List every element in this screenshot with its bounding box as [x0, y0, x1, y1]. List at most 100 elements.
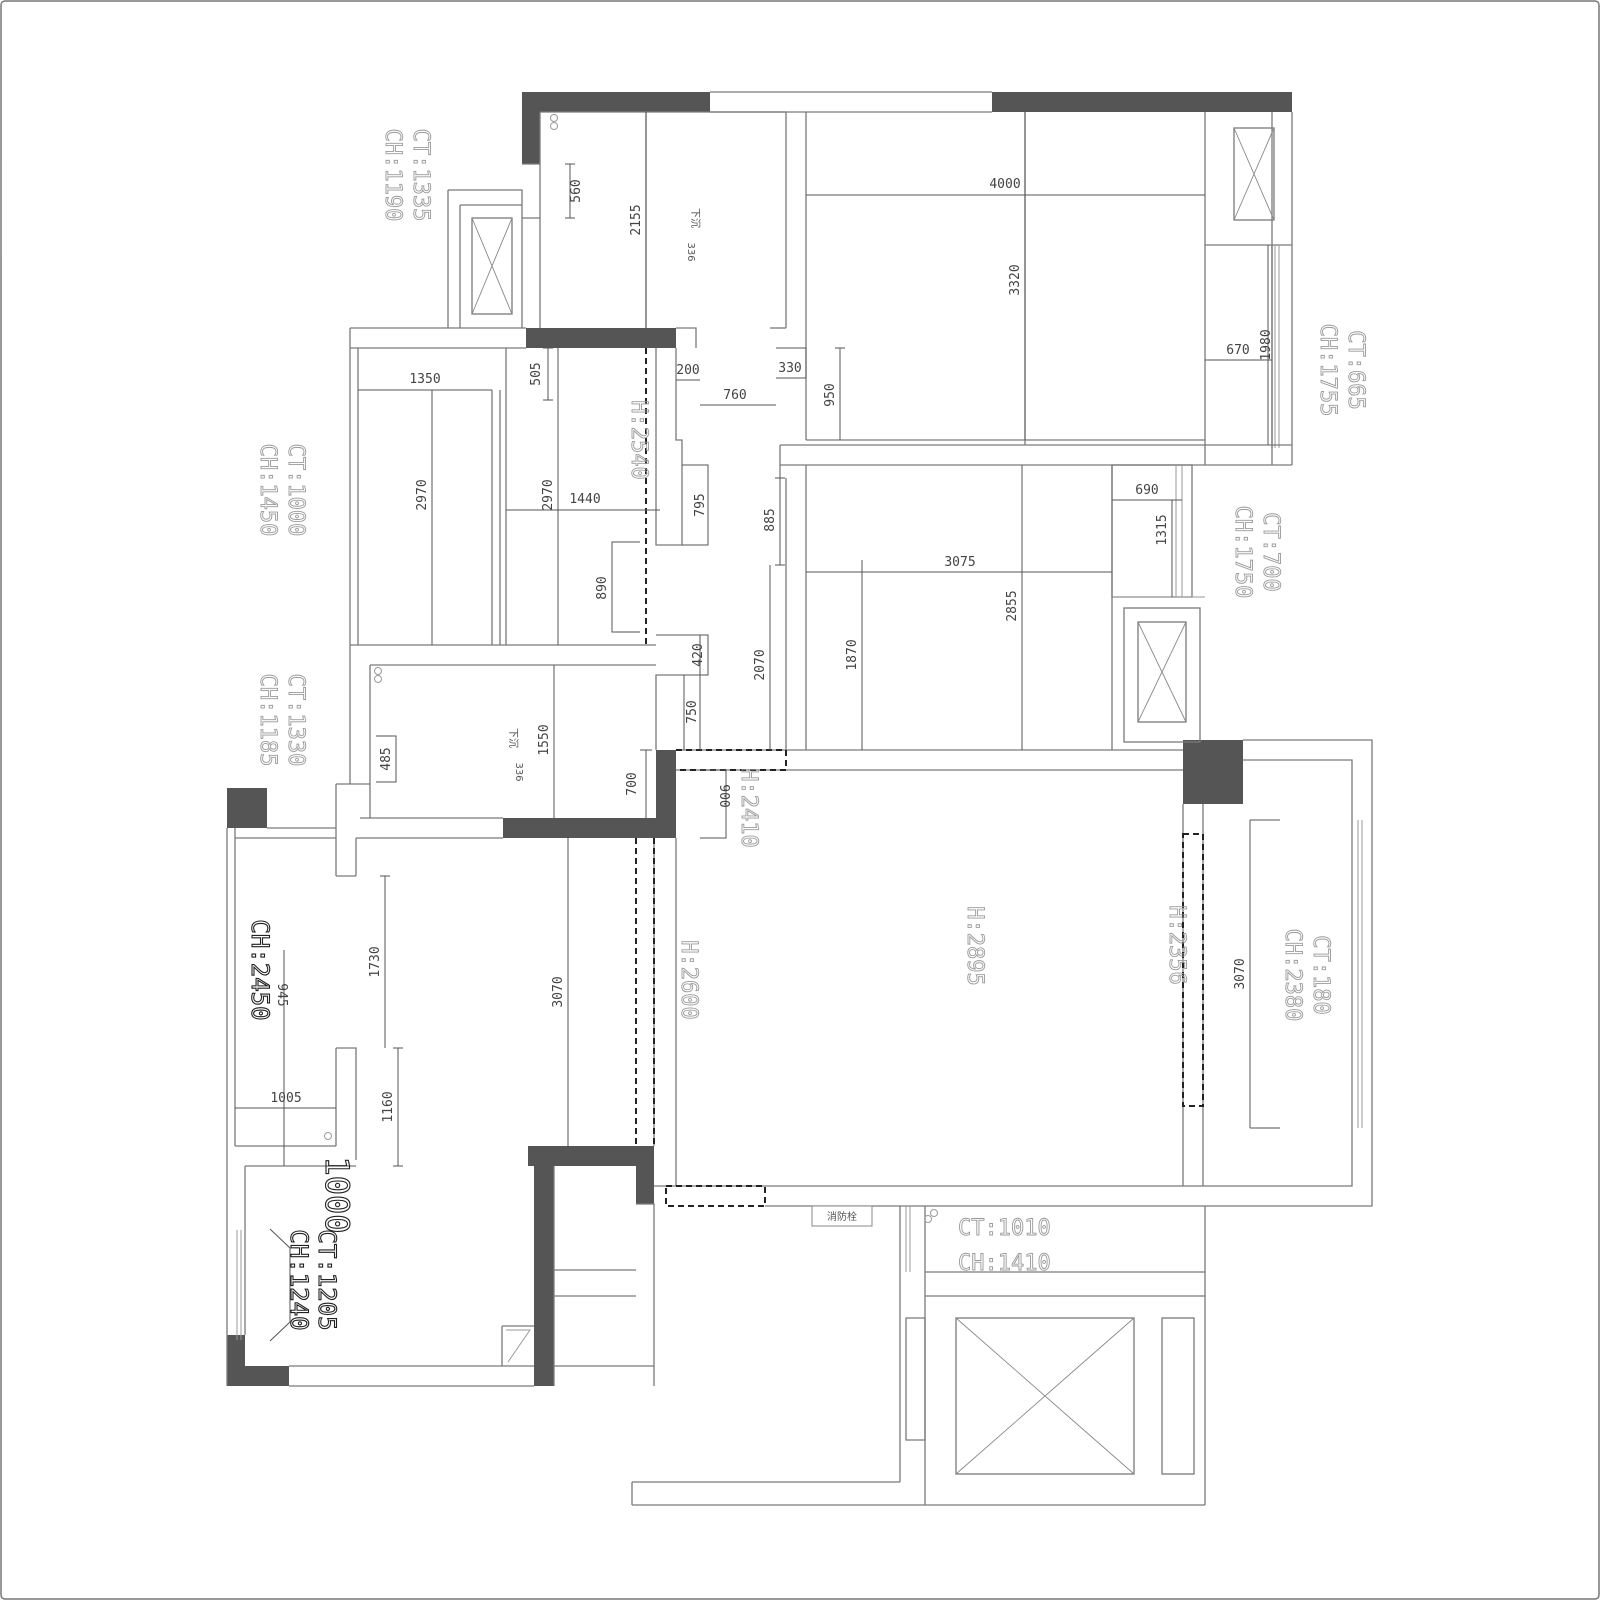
- ct-1335: CT:1335: [408, 129, 433, 222]
- structural-walls: [227, 92, 1292, 1386]
- dim-760: 760: [723, 388, 746, 403]
- dim-2855: 2855: [1005, 590, 1020, 621]
- sunken-label-1: 下沉: [689, 208, 702, 228]
- dim-485: 485: [379, 747, 394, 770]
- dim-2970-a: 2970: [415, 479, 430, 510]
- shaft-right-top: [1233, 127, 1275, 221]
- dim-2070: 2070: [753, 649, 768, 680]
- drain-icon: [324, 1132, 332, 1140]
- dim-4000: 4000: [989, 177, 1020, 192]
- wall-kitchen-top: [528, 1146, 654, 1166]
- dim-900: 900: [716, 784, 731, 807]
- dim-1440: 1440: [569, 492, 600, 507]
- ceiling-labels: CT:1335 CH:1190 CT:665 CH:1755 CT:1000 C…: [255, 128, 1369, 1331]
- ch-2380: CH:2380: [1280, 929, 1305, 1022]
- dim-3070-b: 3070: [1233, 958, 1248, 989]
- wall-bath2-right: [656, 750, 676, 838]
- ct-1000: CT:1000: [283, 444, 308, 537]
- h-2356: H:2356: [1164, 905, 1189, 984]
- ch-1410: CH:1410: [958, 1251, 1051, 1276]
- dim-1980: 1980: [1259, 329, 1274, 360]
- dim-750: 750: [685, 700, 700, 723]
- dim-1005: 1005: [270, 1091, 301, 1106]
- drain-icon: [374, 675, 382, 683]
- h-2895: H:2895: [962, 906, 987, 985]
- wall-bath-top: [526, 328, 676, 348]
- wall-top-right: [992, 92, 1292, 112]
- dim-1550: 1550: [537, 724, 552, 755]
- drain-icon: [930, 1209, 938, 1217]
- opening-living: [635, 838, 655, 1146]
- ch-1750: CH:1750: [1230, 506, 1255, 599]
- h-2410: H:2410: [736, 768, 761, 847]
- dim-505: 505: [529, 362, 544, 385]
- column-right-mid: [1183, 740, 1243, 804]
- dim-700: 700: [625, 772, 640, 795]
- sunken-label-2: 下沉: [507, 728, 520, 748]
- ch-1185: CH:1185: [255, 674, 280, 767]
- drain-icon: [550, 122, 558, 130]
- dim-690: 690: [1135, 483, 1158, 498]
- dim-885: 885: [763, 508, 778, 531]
- ct-1330: CT:1330: [283, 674, 308, 767]
- wall-kitchen-vert: [534, 1146, 554, 1386]
- opening-balcony: [1182, 833, 1204, 1107]
- label-1000: 1000: [318, 1156, 356, 1233]
- ct-1010: CT:1010: [958, 1216, 1051, 1241]
- shafts: [471, 127, 1275, 1475]
- wall-lines: [226, 91, 1373, 1506]
- dim-1315: 1315: [1155, 514, 1170, 545]
- wall-kitchen-right: [636, 1146, 654, 1204]
- fire-hydrant-box: [811, 1205, 873, 1227]
- shaft-right-mid: [1123, 607, 1201, 743]
- height-labels: H:2540 H:2410 H:2600 H:2895 H:2356: [626, 400, 1190, 1020]
- dim-1730: 1730: [368, 946, 383, 977]
- wall-bath2-bottom: [503, 818, 676, 838]
- dim-950: 950: [823, 383, 838, 406]
- ct-1205: CT:1205: [313, 1229, 341, 1330]
- shaft-left-top: [471, 217, 513, 315]
- dim-1160: 1160: [381, 1091, 396, 1122]
- dim-2155: 2155: [629, 204, 644, 235]
- ch-1755: CH:1755: [1315, 324, 1340, 417]
- sunken-value-1: 336: [685, 242, 696, 261]
- drain-icon: [374, 667, 382, 675]
- h-2540: H:2540: [626, 400, 651, 479]
- fire-hydrant-label: 消防栓: [827, 1210, 857, 1223]
- dim-420: 420: [691, 643, 706, 666]
- dim-330: 330: [778, 361, 801, 376]
- ch-1450: CH:1450: [255, 444, 280, 537]
- wall-top-left-vert: [522, 92, 540, 164]
- h-2600: H:2600: [676, 940, 701, 1019]
- ct-665: CT:665: [1343, 330, 1368, 409]
- ch-1190: CH:1190: [380, 129, 405, 222]
- dim-890: 890: [595, 576, 610, 599]
- dim-3075: 3075: [944, 555, 975, 570]
- column-left-top: [227, 788, 267, 828]
- dim-200: 200: [676, 363, 699, 378]
- opening-entry: [665, 1185, 766, 1207]
- annotations: CH:2450 1000 消防栓 下沉 336 下沉 336: [245, 114, 938, 1234]
- dim-795: 795: [693, 493, 708, 516]
- shaft-bottom: [955, 1317, 1135, 1475]
- dim-560: 560: [569, 179, 584, 202]
- ct-700: CT:700: [1258, 512, 1283, 591]
- dim-2970-b: 2970: [541, 479, 556, 510]
- ch-2450-label: CH:2450: [246, 919, 274, 1020]
- dim-1870: 1870: [845, 639, 860, 670]
- ct-180: CT:180: [1308, 935, 1333, 1014]
- dim-1350: 1350: [409, 372, 440, 387]
- openings: [635, 348, 1204, 1207]
- drain-icon: [550, 114, 558, 122]
- dim-3320: 3320: [1008, 264, 1023, 295]
- dim-945: 945: [274, 983, 289, 1006]
- dimension-lines: [235, 112, 1280, 1342]
- ch-1240: CH:1240: [285, 1229, 313, 1330]
- dimension-labels: 560 2155 4000 3320 670 1980 1350 505 200…: [270, 177, 1274, 1123]
- dim-670: 670: [1226, 343, 1249, 358]
- wall-top-left: [522, 92, 710, 112]
- drain-icon: [924, 1215, 932, 1223]
- opening-corridor: [676, 749, 787, 771]
